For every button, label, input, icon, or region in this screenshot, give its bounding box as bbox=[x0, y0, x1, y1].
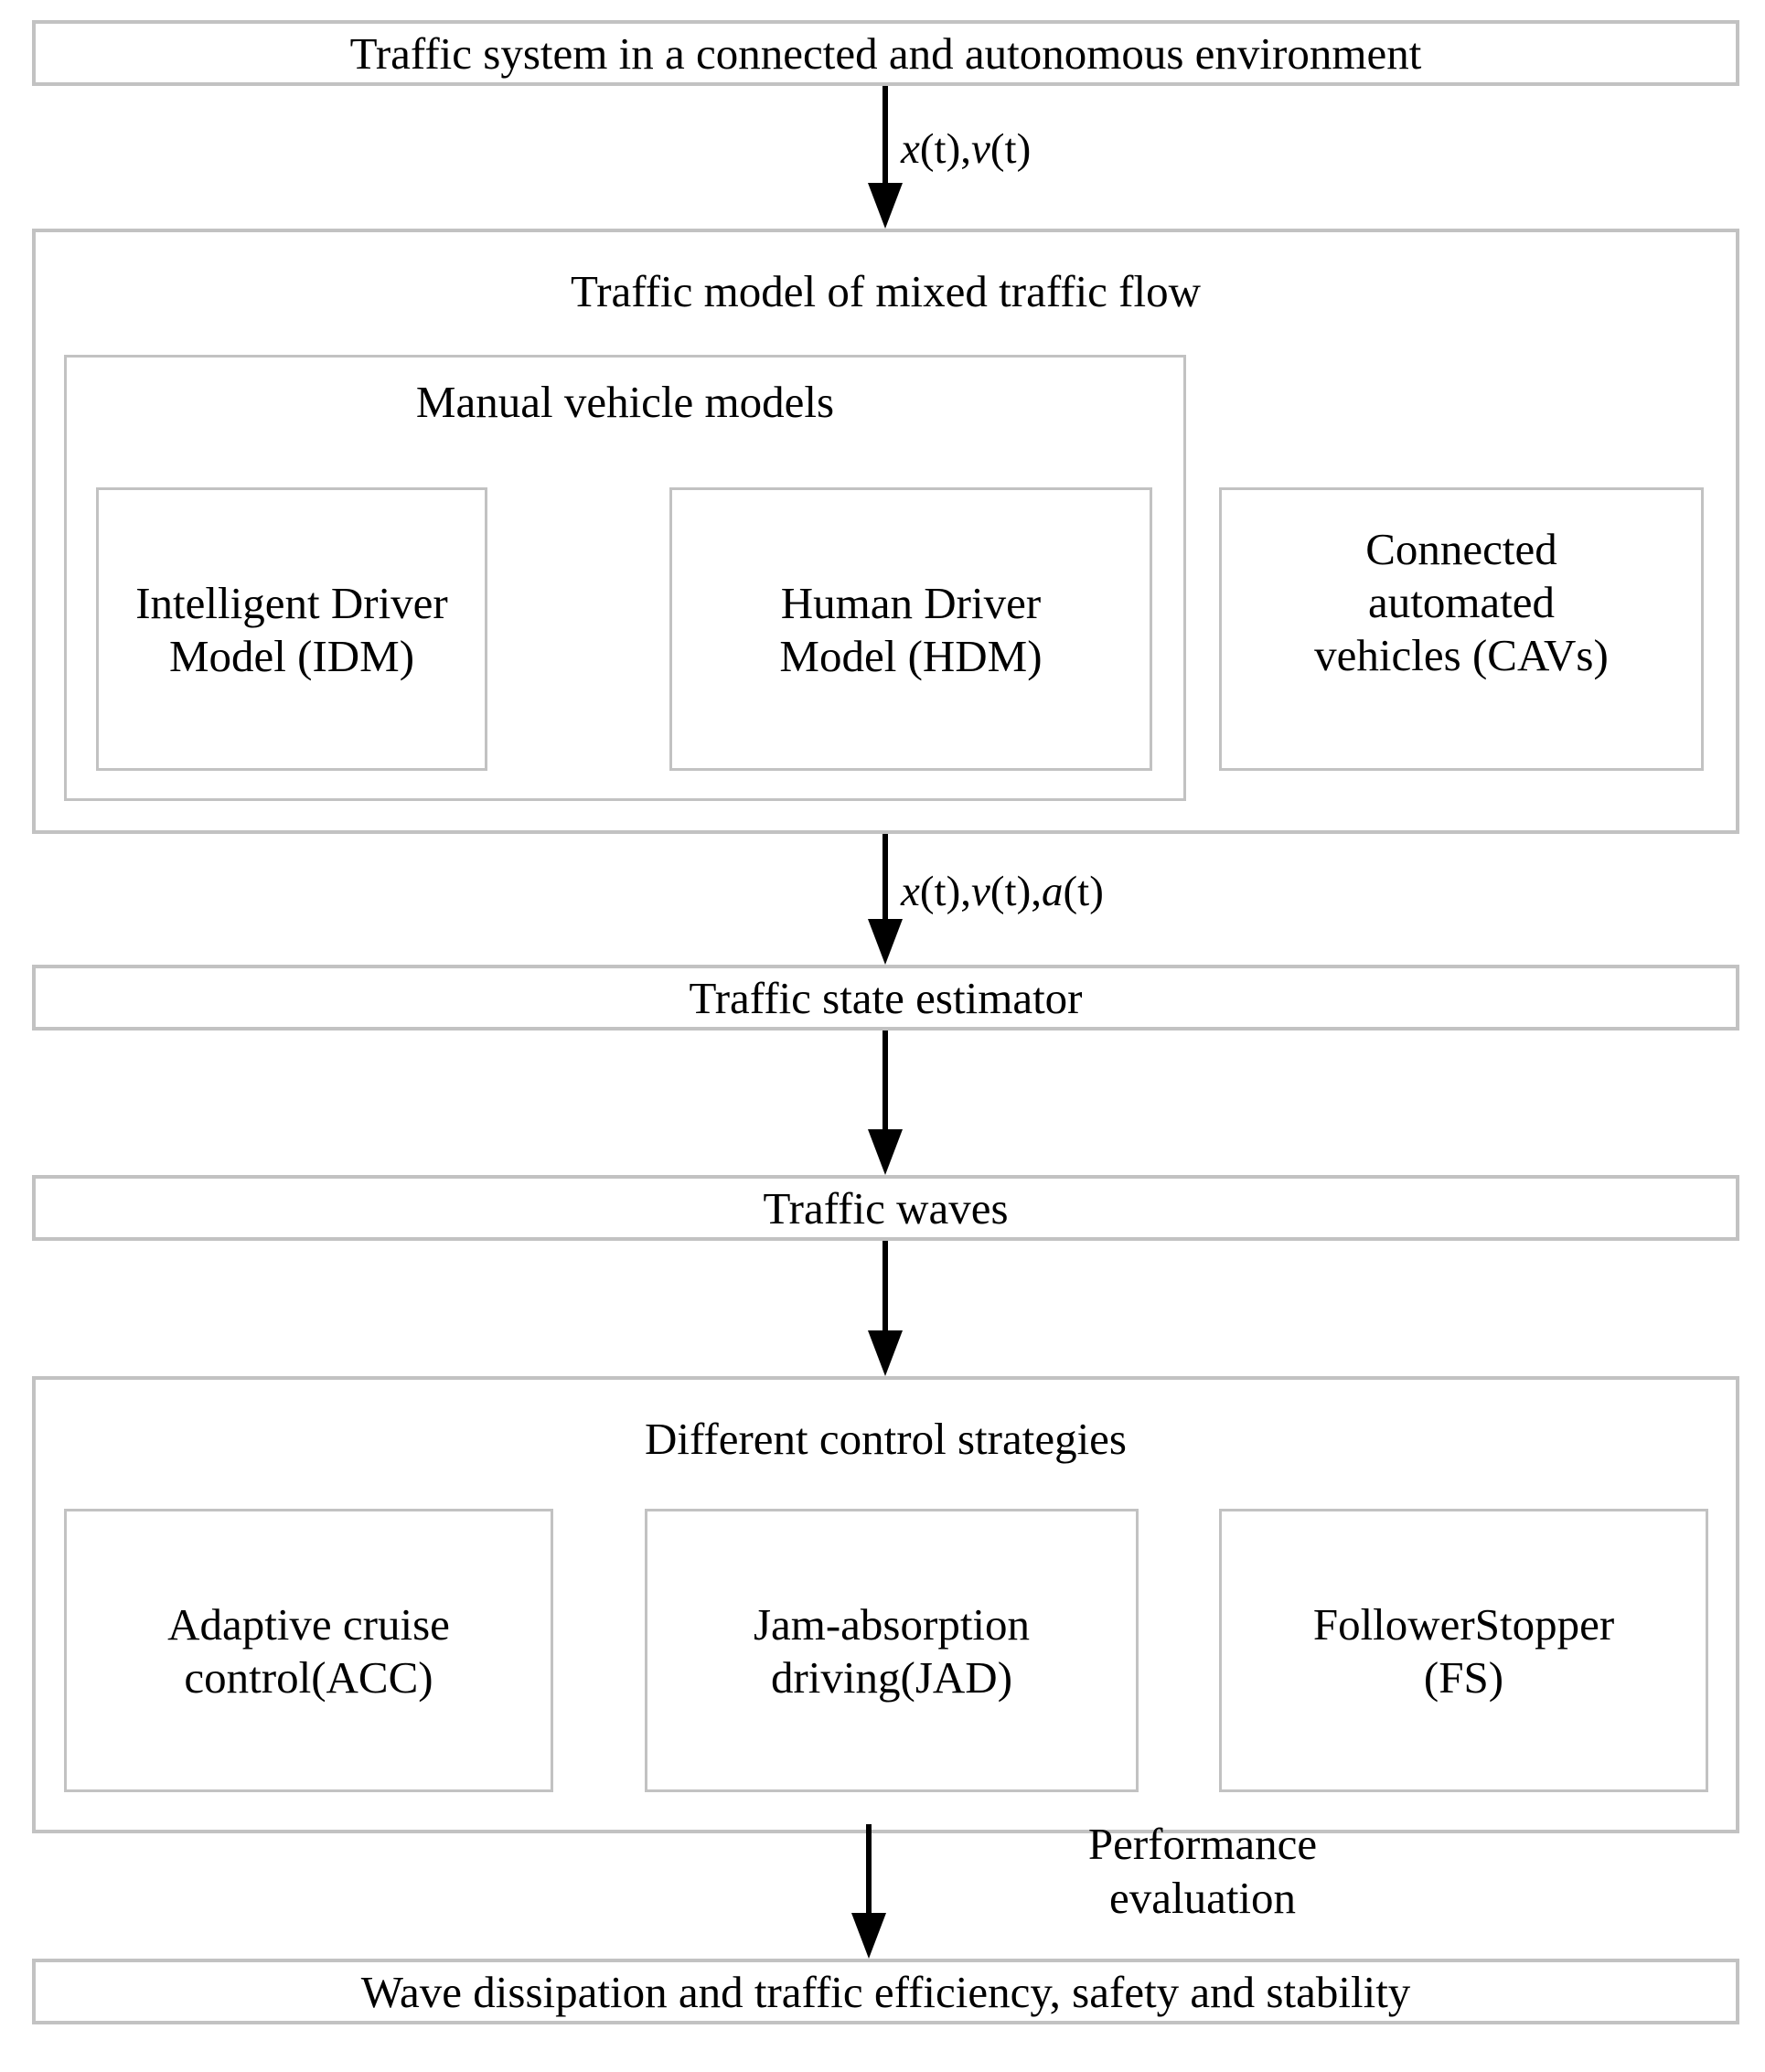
arrow-strategies-to-outcome bbox=[841, 1824, 896, 1959]
node-outcome-label: Wave dissipation and traffic efficiency,… bbox=[360, 1967, 1411, 2017]
edge-t-2: (t), bbox=[989, 868, 1042, 915]
arrow-head bbox=[868, 1129, 903, 1175]
node-cav-label-line2: automated bbox=[1367, 577, 1556, 627]
edge-t-3: (t) bbox=[1063, 868, 1104, 915]
node-traffic-system-label: Traffic system in a connected and autono… bbox=[349, 28, 1422, 79]
edge-label-x-v: x(t),v(t) bbox=[901, 125, 1032, 174]
node-control-strategies-label: Different control strategies bbox=[644, 1414, 1127, 1464]
node-traffic-system[interactable]: Traffic system in a connected and autono… bbox=[32, 20, 1739, 86]
node-traffic-waves-label: Traffic waves bbox=[763, 1183, 1009, 1234]
node-acc[interactable]: Adaptive cruise control(ACC) bbox=[64, 1509, 553, 1792]
arrow-estimator-to-waves bbox=[858, 1031, 913, 1175]
edge-var-a: a bbox=[1042, 868, 1064, 915]
node-hdm[interactable]: Human Driver Model (HDM) bbox=[669, 487, 1152, 771]
edge-var-x: x bbox=[901, 125, 920, 173]
node-cav-label-line1: Connected bbox=[1365, 524, 1557, 574]
edge-var-v: v bbox=[971, 868, 990, 915]
node-jad-label-line1: Jam-absorption bbox=[753, 1599, 1031, 1650]
node-jad[interactable]: Jam-absorption driving(JAD) bbox=[645, 1509, 1139, 1792]
node-acc-label-line2: control(ACC) bbox=[184, 1652, 433, 1703]
node-traffic-state-estimator[interactable]: Traffic state estimator bbox=[32, 965, 1739, 1031]
node-traffic-state-estimator-label: Traffic state estimator bbox=[689, 973, 1083, 1023]
arrow-system-to-model bbox=[858, 86, 913, 229]
edge-label-x-v-a: x(t),v(t),a(t) bbox=[901, 868, 1104, 916]
arrow-shaft bbox=[882, 1241, 888, 1330]
arrow-shaft bbox=[882, 86, 888, 183]
arrow-shaft bbox=[882, 834, 888, 919]
arrow-head bbox=[851, 1913, 886, 1959]
edge-label-performance-evaluation: Performance evaluation bbox=[988, 1818, 1417, 1926]
edge-var-x: x bbox=[901, 868, 920, 915]
edge-t-1: (t), bbox=[919, 125, 971, 173]
arrow-shaft bbox=[866, 1824, 872, 1913]
node-fs-label-line1: FollowerStopper bbox=[1312, 1599, 1615, 1650]
arrow-head bbox=[868, 919, 903, 965]
performance-line1: Performance bbox=[1087, 1819, 1318, 1869]
node-fs-label-line2: (FS) bbox=[1423, 1652, 1504, 1703]
arrow-head bbox=[868, 1330, 903, 1376]
node-hdm-label-line1: Human Driver bbox=[780, 578, 1042, 628]
edge-t-1: (t), bbox=[919, 868, 971, 915]
node-idm[interactable]: Intelligent Driver Model (IDM) bbox=[96, 487, 487, 771]
node-idm-label-line2: Model (IDM) bbox=[168, 631, 415, 681]
edge-var-v: v bbox=[971, 125, 990, 173]
node-jad-label-line2: driving(JAD) bbox=[770, 1652, 1013, 1703]
edge-t-2: (t) bbox=[989, 125, 1032, 173]
node-outcome[interactable]: Wave dissipation and traffic efficiency,… bbox=[32, 1959, 1739, 2024]
arrow-model-to-estimator bbox=[858, 834, 913, 965]
performance-line2: evaluation bbox=[1108, 1872, 1297, 1923]
group-manual-vehicle-models-label: Manual vehicle models bbox=[415, 377, 835, 427]
arrow-shaft bbox=[882, 1031, 888, 1129]
arrow-waves-to-strategies bbox=[858, 1241, 913, 1376]
node-traffic-waves[interactable]: Traffic waves bbox=[32, 1175, 1739, 1241]
node-hdm-label-line2: Model (HDM) bbox=[779, 631, 1043, 681]
node-cav[interactable]: Connected automated vehicles (CAVs) bbox=[1219, 487, 1704, 771]
node-acc-label-line1: Adaptive cruise bbox=[167, 1599, 450, 1650]
node-cav-label-line3: vehicles (CAVs) bbox=[1314, 630, 1609, 680]
arrow-head bbox=[868, 183, 903, 229]
node-idm-label-line1: Intelligent Driver bbox=[135, 578, 448, 628]
node-fs[interactable]: FollowerStopper (FS) bbox=[1219, 1509, 1708, 1792]
node-traffic-model-label: Traffic model of mixed traffic flow bbox=[570, 266, 1201, 316]
